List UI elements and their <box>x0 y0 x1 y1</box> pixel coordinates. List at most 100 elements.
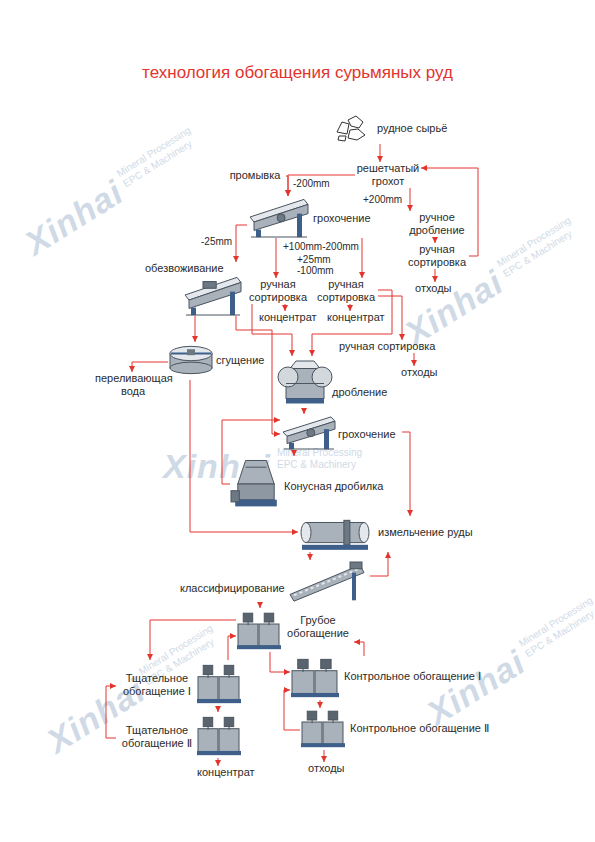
flow-connector <box>285 304 286 311</box>
size-label: +100mm-200mm <box>282 241 360 252</box>
equipment-illustration <box>288 560 366 602</box>
text-node: ручное дробление <box>405 211 469 237</box>
flow-connector <box>276 238 277 278</box>
text-node: ручная сортировка <box>314 278 378 304</box>
equipment-node: рудное сырьё <box>334 114 452 144</box>
flow-connector <box>310 552 311 560</box>
equipment-node: Грубое обогащение <box>236 608 354 652</box>
equipment-node: Тщательное обогащение Ⅱ <box>116 712 244 758</box>
flow-connector <box>286 176 288 196</box>
flow-connector <box>288 175 355 196</box>
equipment-node: Тщательное обогащение Ⅰ <box>116 660 244 706</box>
equipment-illustration <box>247 196 309 238</box>
flow-connector <box>222 420 280 484</box>
watermark-text: Mineral Processing EPC & Machinery <box>517 591 595 660</box>
equipment-illustration <box>280 414 336 450</box>
equipment-illustration <box>168 342 214 378</box>
node-label: отходы <box>307 762 346 775</box>
node-label: концентрат <box>258 311 318 324</box>
equipment-illustration <box>290 656 340 698</box>
node-label: ручная сортировка <box>338 340 436 353</box>
equipment-illustration <box>182 274 242 316</box>
equipment-node: сгущение <box>168 342 268 380</box>
node-label: Конусная дробилка <box>284 480 383 493</box>
flow-connector <box>380 144 381 162</box>
flow-connector <box>354 642 364 656</box>
equipment-node: Контрольное обогащение Ⅰ <box>290 656 482 700</box>
equipment-node: классифицирование <box>180 560 370 602</box>
text-node: концентрат <box>326 311 386 324</box>
text-node: ручная сортировка <box>405 243 469 269</box>
text-node: концентрат <box>196 766 256 779</box>
watermark-logo: Xinhai <box>420 643 532 733</box>
flow-connector <box>236 225 247 262</box>
flow-connector <box>402 432 410 516</box>
node-label: Контрольное обогащение Ⅰ <box>344 670 481 683</box>
node-label: ручная сортировка <box>405 243 469 269</box>
text-node: отходы <box>307 762 346 775</box>
watermark: XinhaiMineral Processing EPC & Machinery <box>420 591 595 733</box>
watermark: XinhaiMineral Processing EPC & Machinery <box>18 121 213 263</box>
flow-connector <box>410 188 411 211</box>
watermark-text: Mineral Processing EPC & Machinery <box>495 211 586 280</box>
text-node: переливающая вода <box>94 372 172 398</box>
node-label: решетчатый грохот <box>355 162 421 188</box>
watermark-logo: Xinhai <box>398 263 510 353</box>
node-label: Контрольное обогащение Ⅱ <box>350 722 489 735</box>
flow-connector <box>362 238 363 278</box>
size-label: +200mm <box>362 194 403 205</box>
node-label: концентрат <box>326 311 386 324</box>
equipment-node: обезвоживание <box>145 262 243 316</box>
flow-connector <box>190 380 298 532</box>
watermark-logo: Xinhai <box>18 173 130 263</box>
equipment-node: измельчение руды <box>298 516 478 552</box>
equipment-illustration <box>298 516 372 552</box>
flow-connector <box>320 700 321 708</box>
node-label: отходы <box>400 366 439 379</box>
equipment-illustration <box>236 610 282 650</box>
size-label: -25mm <box>200 236 233 247</box>
node-label: дробление <box>332 386 387 399</box>
flow-connector <box>106 686 116 738</box>
node-label: отходы <box>414 282 453 295</box>
flow-connector <box>414 353 415 366</box>
text-node: промывка <box>224 169 286 182</box>
equipment-node: дробление <box>280 356 392 408</box>
equipment-node: Конусная дробилка <box>230 456 384 512</box>
node-label: промывка <box>224 169 286 182</box>
node-label: измельчение руды <box>378 526 473 539</box>
node-label: ручная сортировка <box>246 278 310 304</box>
text-node: концентрат <box>258 311 318 324</box>
flow-connector <box>350 304 351 311</box>
text-node: ручная сортировка <box>246 278 310 304</box>
flow-connector <box>435 237 436 243</box>
equipment-illustration <box>196 714 242 756</box>
node-label: обезвоживание <box>145 262 224 275</box>
equipment-node: грохочение <box>280 414 402 450</box>
diagram-title: технология обогащения сурьмяных руд <box>0 63 595 83</box>
node-label: Тщательное обогащение Ⅱ <box>118 724 196 750</box>
node-label: сгущение <box>216 354 264 367</box>
flow-connector <box>218 706 219 712</box>
flow-connector <box>132 362 168 372</box>
flow-connector <box>218 758 219 766</box>
flow-connector <box>435 269 436 282</box>
equipment-node: Контрольное обогащение Ⅱ <box>300 708 492 750</box>
watermark-text: Mineral Processing EPC & Machinery <box>277 447 369 471</box>
flow-connector <box>195 316 196 342</box>
flow-connector <box>228 636 236 660</box>
node-label: концентрат <box>196 766 256 779</box>
node-label: Тщательное обогащение Ⅰ <box>118 672 196 698</box>
node-label: ручная сортировка <box>314 278 378 304</box>
flow-connector <box>370 552 388 576</box>
flow-connector <box>260 602 261 608</box>
equipment-illustration <box>300 708 346 748</box>
equipment-illustration <box>280 356 330 406</box>
node-label: Грубое обогащение <box>284 614 352 640</box>
node-label: ручное дробление <box>405 211 469 237</box>
node-label: переливающая вода <box>94 372 172 398</box>
node-label: рудное сырьё <box>377 122 447 135</box>
